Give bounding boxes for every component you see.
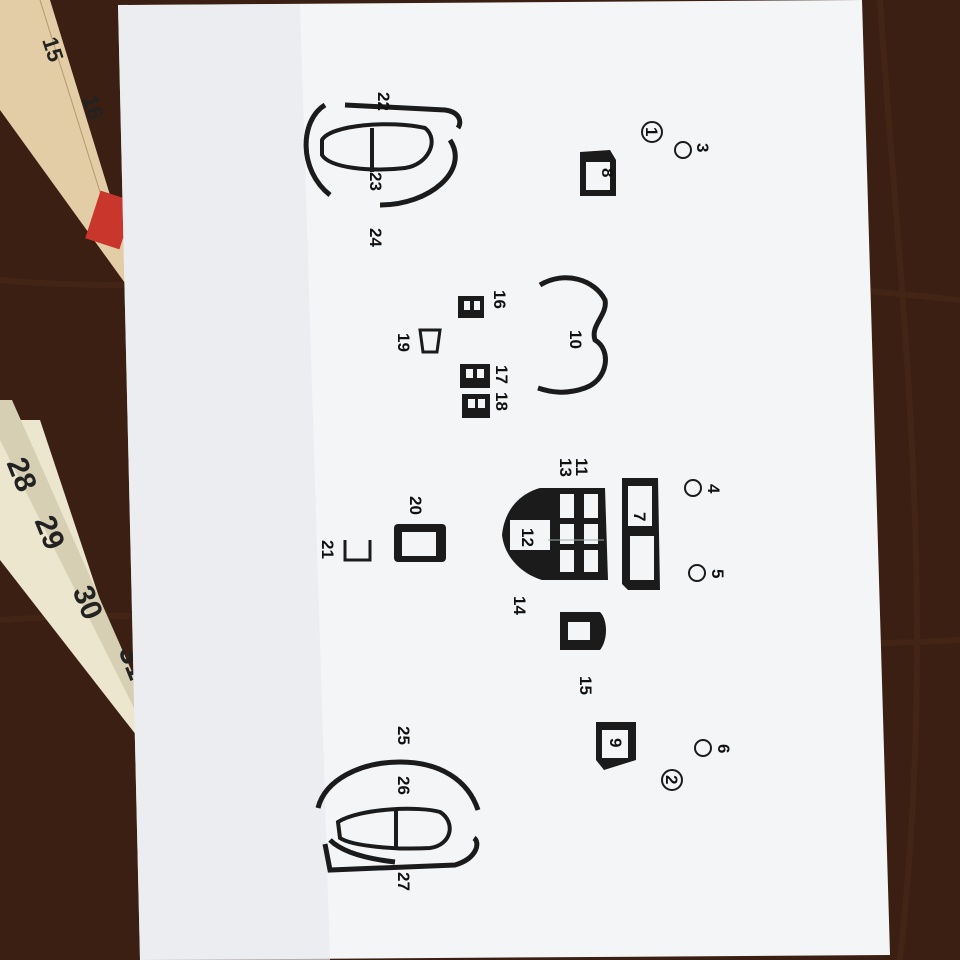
svg-text:9: 9 xyxy=(606,738,625,747)
part-12-console: 12 xyxy=(502,488,608,580)
circled-label-1: 1 xyxy=(641,121,663,143)
hole-3 xyxy=(674,141,692,159)
label-21: 21 xyxy=(318,540,337,559)
ruler-logo xyxy=(85,190,135,250)
label-15: 15 xyxy=(576,676,595,695)
part-20 xyxy=(394,524,446,562)
label-19: 19 xyxy=(394,333,413,352)
part-9: 9 xyxy=(596,722,636,770)
label-17: 17 xyxy=(492,365,511,384)
label-10: 10 xyxy=(566,330,585,349)
label-13: 13 xyxy=(556,458,575,477)
svg-text:1: 1 xyxy=(642,127,661,136)
part-17 xyxy=(460,364,490,388)
hole-4 xyxy=(684,479,702,497)
svg-text:12: 12 xyxy=(518,528,537,547)
label-20: 20 xyxy=(406,496,425,515)
paper-shade xyxy=(118,4,330,960)
label-11: 11 xyxy=(572,458,591,476)
label-22: 22 xyxy=(374,92,393,111)
label-26: 26 xyxy=(394,776,413,795)
hole-6 xyxy=(694,739,712,757)
label-23: 23 xyxy=(366,172,385,191)
door-trim-top xyxy=(303,102,463,208)
circled-label-2: 2 xyxy=(661,769,683,791)
label-14: 14 xyxy=(510,596,529,615)
part-7: 7 xyxy=(622,478,660,590)
label-5: 5 xyxy=(708,569,727,578)
label-4: 4 xyxy=(704,484,723,494)
label-24: 24 xyxy=(366,228,385,247)
label-27: 27 xyxy=(394,872,413,891)
label-18: 18 xyxy=(492,392,511,411)
door-trim-bottom xyxy=(315,759,481,873)
label-3: 3 xyxy=(693,143,712,152)
part-16 xyxy=(458,296,484,318)
part-21 xyxy=(343,540,372,562)
part-8: 8 xyxy=(580,150,617,196)
label-16: 16 xyxy=(490,290,509,309)
dash-trim-10 xyxy=(537,275,608,395)
part-19 xyxy=(418,328,442,354)
svg-text:8: 8 xyxy=(598,168,617,177)
part-18 xyxy=(462,394,490,418)
svg-text:2: 2 xyxy=(662,775,681,784)
part-15 xyxy=(560,612,606,650)
label-25: 25 xyxy=(394,726,413,745)
hole-5 xyxy=(688,564,706,582)
svg-text:7: 7 xyxy=(630,512,649,521)
label-6: 6 xyxy=(714,744,733,753)
